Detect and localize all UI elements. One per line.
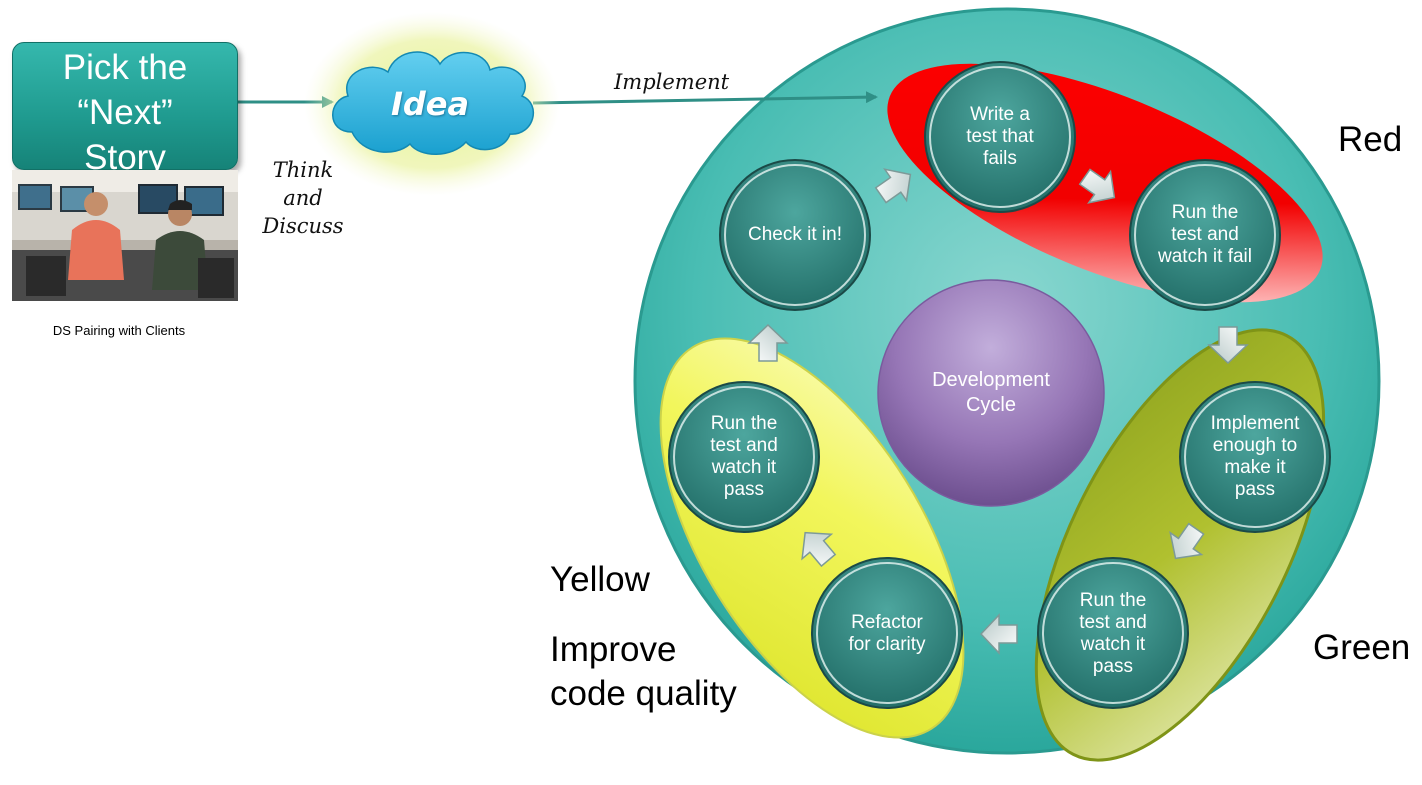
arrow-run-to-implement-icon	[1207, 326, 1249, 365]
photo-caption: DS Pairing with Clients	[52, 323, 186, 338]
arrow-run-to-check-icon	[747, 323, 789, 362]
story-line-2: “Next”	[77, 93, 173, 132]
idea-cloud-icon	[332, 51, 534, 155]
think-and-discuss-label: Think and Discuss	[258, 156, 348, 240]
pairing-photo	[12, 170, 238, 301]
think-line-2: and	[283, 186, 323, 210]
arrow-implement-to-run-icon	[1169, 522, 1205, 560]
cycle-arrows	[747, 168, 1249, 655]
phase-green-label: Green	[1313, 628, 1411, 667]
implement-label: Implement	[614, 70, 730, 94]
step-run-pass-green-text: Run the test and watch it pass	[1079, 590, 1147, 677]
think-line-3: Discuss	[262, 214, 344, 238]
phase-yellow-label: Yellow	[550, 560, 650, 599]
idea-label: Idea	[390, 85, 470, 123]
development-cycle-label: Development Cycle	[932, 369, 1050, 416]
step-run-fail-text: Run the test and watch it fail	[1158, 202, 1252, 267]
connector-idea-to-cycle	[532, 91, 878, 105]
arrow-write-to-run-icon	[1078, 168, 1116, 204]
node-implement	[1179, 381, 1331, 533]
node-rings	[673, 66, 1326, 704]
node-check-in	[719, 159, 871, 311]
arrow-refactor-to-run-icon	[801, 531, 837, 568]
step-implement-text: Implement enough to make it pass	[1210, 413, 1300, 500]
step-check-in-text: Check it in!	[748, 224, 842, 245]
step-run-pass-yellow-text: Run the test and watch it pass	[710, 413, 778, 500]
node-refactor	[811, 557, 963, 709]
arrow-run-to-refactor-icon	[979, 613, 1018, 655]
center-circle	[877, 279, 1105, 507]
pairing-photo-image	[12, 170, 238, 301]
node-run-pass-yellow	[668, 381, 820, 533]
phase-improve-label: Improve code quality	[550, 628, 737, 716]
node-write-test	[924, 61, 1076, 213]
step-write-test-text: Write a test that fails	[966, 104, 1034, 169]
improve-line-1: Improve	[550, 630, 677, 669]
phase-red-label: Red	[1338, 120, 1403, 159]
node-run-fail	[1129, 159, 1281, 311]
arrow-check-to-write-icon	[874, 168, 912, 204]
pick-next-story-box: Pick the “Next” Story	[12, 42, 238, 177]
story-line-1: Pick the	[62, 48, 188, 87]
step-refactor-text: Refactor for clarity	[848, 612, 926, 655]
think-line-1: Think	[272, 158, 334, 182]
improve-line-2: code quality	[550, 674, 737, 713]
node-run-pass-green	[1037, 557, 1189, 709]
step-nodes	[668, 61, 1331, 709]
